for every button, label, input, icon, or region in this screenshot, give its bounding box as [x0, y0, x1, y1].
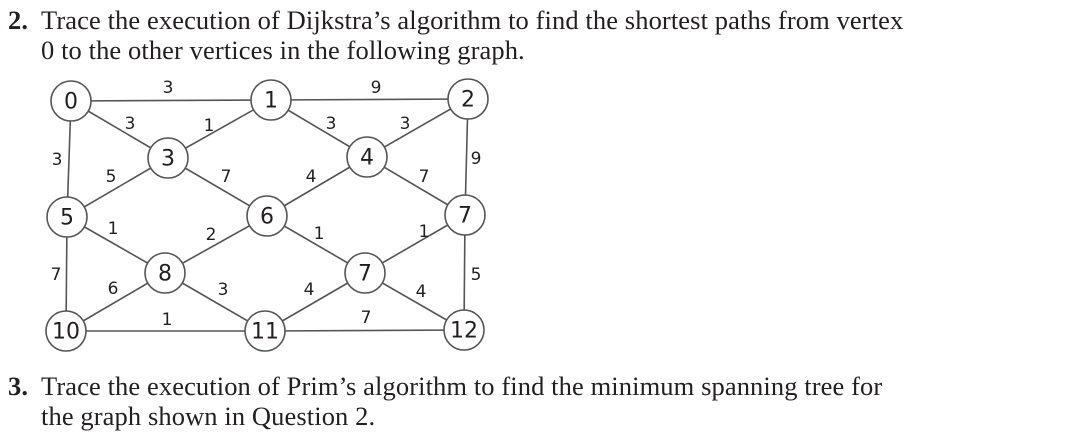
question-2-line-1: 2. Trace the execution of Dijkstra’s algo… [8, 5, 903, 35]
edge-weight-label: 7 [419, 167, 430, 187]
edge-weight-label: 3 [400, 114, 411, 134]
edge-weight-label: 4 [416, 282, 427, 302]
edge-weight-label: 3 [125, 114, 136, 134]
edge-weight-label: 7 [221, 167, 232, 187]
edge-n1-n2 [270, 98, 469, 101]
edge-n11-n12 [264, 329, 465, 332]
edge-weight-label: 7 [51, 265, 62, 285]
vertex-label: 10 [52, 320, 80, 345]
vertex-n0: 0 [50, 80, 92, 122]
vertex-n5: 5 [46, 196, 88, 238]
edge-weight-label: 1 [204, 116, 215, 136]
vertex-circle [144, 252, 186, 294]
vertex-label: 3 [161, 147, 175, 172]
edge-weight-label: 1 [419, 222, 430, 242]
edge-weight-label: 9 [371, 78, 382, 98]
vertex-n9: 7 [344, 252, 386, 294]
vertex-label: 4 [360, 146, 374, 171]
edge-weight-label: 3 [52, 150, 63, 170]
vertex-n12: 12 [443, 309, 485, 351]
vertex-label: 7 [458, 204, 472, 229]
edge-weight-label: 1 [162, 310, 173, 330]
vertex-circle [45, 310, 87, 352]
vertex-circle [50, 80, 92, 122]
vertex-circle [46, 196, 88, 238]
vertex-circle [346, 136, 388, 178]
vertex-n6: 6 [246, 195, 288, 237]
vertex-circle [444, 194, 486, 236]
vertex-label: 2 [461, 88, 475, 113]
edge-weight-label: 5 [106, 167, 117, 187]
edge-weight-label: 4 [306, 167, 317, 187]
question-2: 2. Trace the execution of Dijkstra’s algo… [8, 5, 903, 65]
vertex-label: 11 [251, 320, 279, 345]
vertex-circle [244, 310, 286, 352]
vertex-label: 6 [260, 205, 274, 230]
vertex-label: 12 [450, 319, 478, 344]
vertex-circle [344, 252, 386, 294]
question-3-number: 3. [8, 371, 29, 401]
edge-weight-label: 7 [361, 308, 372, 328]
question-3-text-line-2: the graph shown in Question 2. [41, 401, 376, 431]
question-2-text-line-1: Trace the execution of Dijkstra’s algori… [41, 5, 904, 35]
edge-weight-label: 3 [218, 280, 229, 300]
vertex-circle [246, 195, 288, 237]
question-3: 3. Trace the execution of Prim’s algorith… [8, 371, 882, 431]
vertex-n2: 2 [447, 78, 489, 120]
vertex-label: 0 [64, 90, 78, 115]
edge-weight-label: 4 [304, 280, 315, 300]
vertex-label: 8 [158, 262, 172, 287]
vertex-circle [443, 309, 485, 351]
edge-weight-label: 1 [108, 219, 119, 239]
vertex-n8: 8 [144, 252, 186, 294]
vertex-circle [250, 79, 292, 121]
vertex-label: 5 [60, 206, 74, 231]
question-2-text-line-2: 0 to the other vertices in the following… [41, 35, 525, 65]
vertex-circle [147, 137, 189, 179]
edge-n0-n1 [70, 99, 272, 102]
vertex-n10: 10 [45, 310, 87, 352]
vertex-n11: 11 [244, 310, 286, 352]
vertex-label: 1 [264, 89, 278, 114]
edge-weight-label: 2 [206, 225, 217, 245]
vertex-n1: 1 [250, 79, 292, 121]
edge-weight-label: 3 [326, 114, 337, 134]
edge-weight-label: 9 [471, 149, 482, 169]
vertex-n3: 3 [147, 137, 189, 179]
vertex-label: 7 [358, 262, 372, 287]
question-3-text-line-1: Trace the execution of Prim’s algorithm … [41, 371, 883, 401]
edge-weight-label: 1 [314, 224, 325, 244]
question-2-number: 2. [8, 5, 29, 35]
edge-weight-label: 3 [163, 78, 174, 98]
vertex-n7: 7 [444, 194, 486, 236]
vertex-circle [447, 78, 489, 120]
question-3-line-1: 3. Trace the execution of Prim’s algorith… [8, 371, 882, 401]
edge-weight-label: 6 [108, 279, 119, 299]
vertex-n4: 4 [346, 136, 388, 178]
edge-weight-label: 5 [471, 265, 482, 285]
